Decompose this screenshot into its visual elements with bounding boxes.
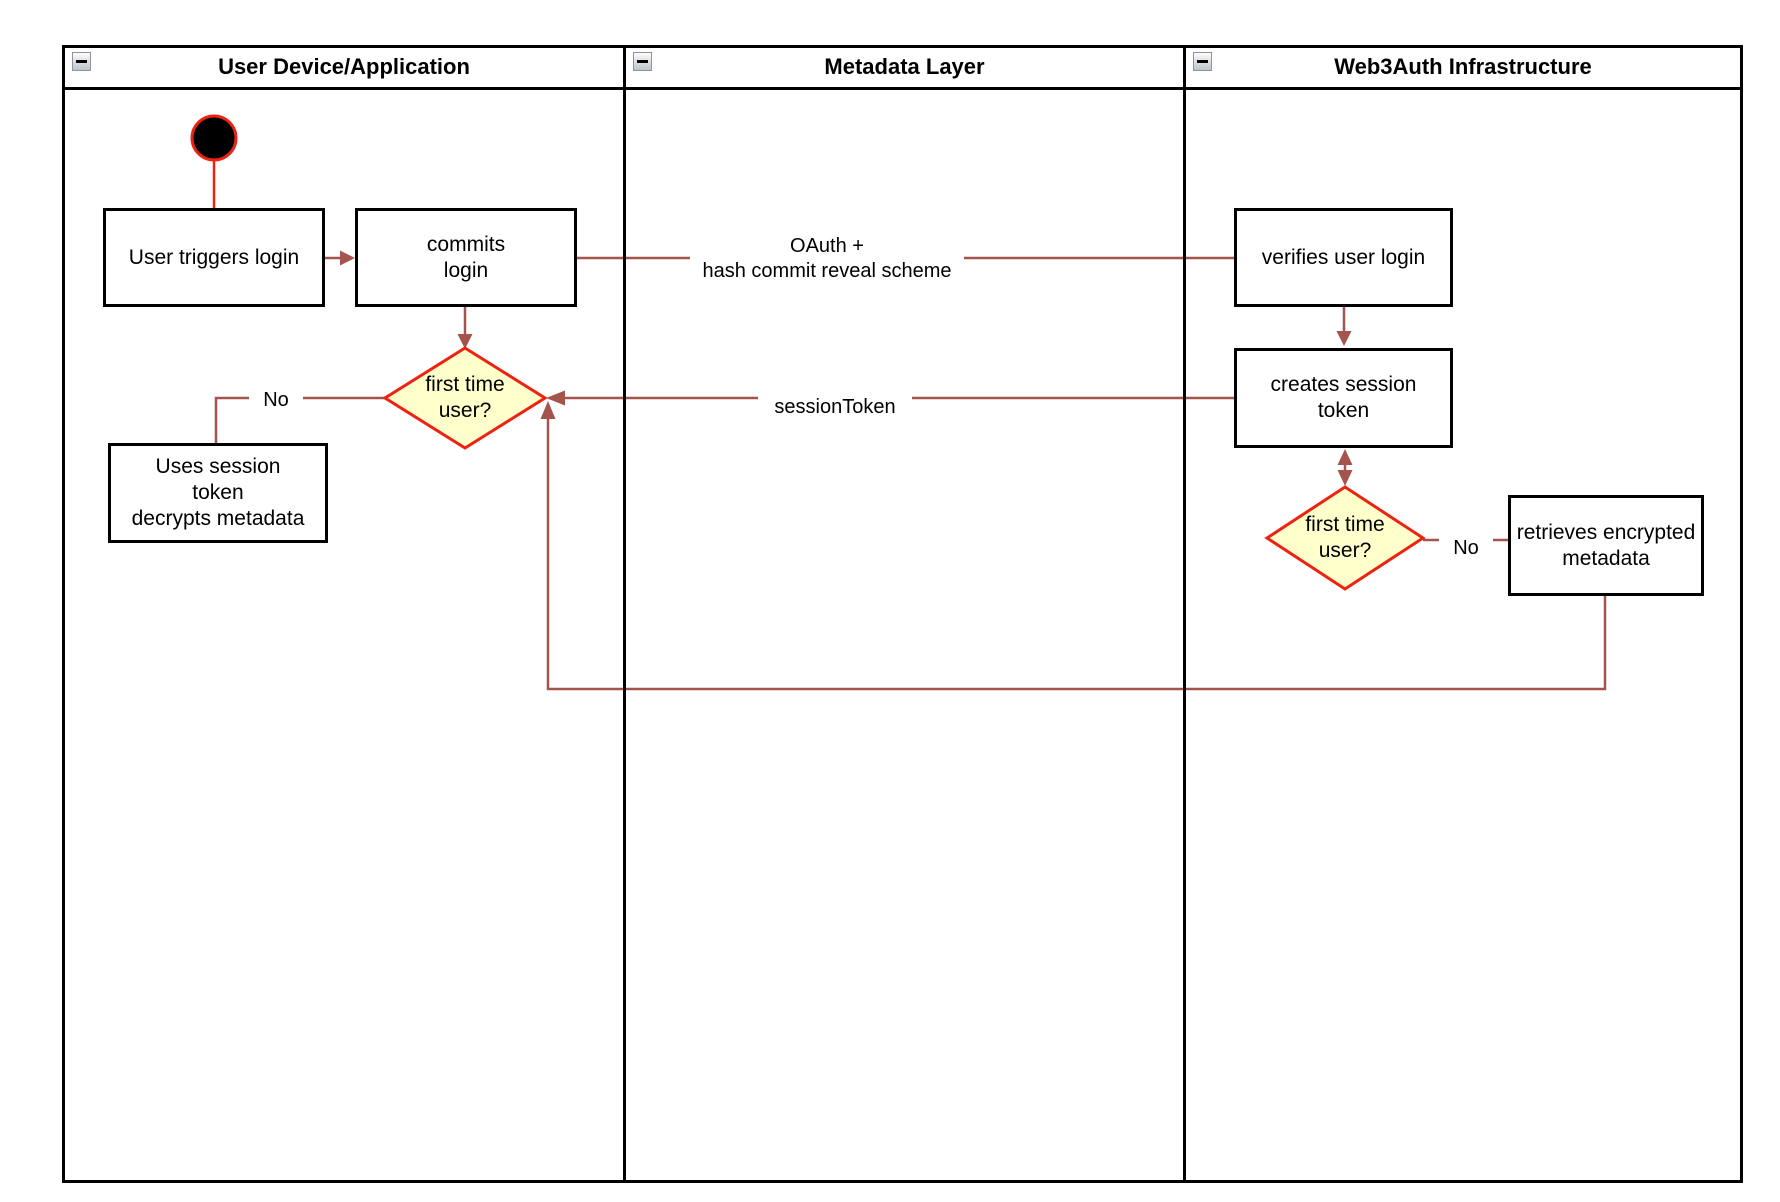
task-user-triggers-login[interactable]: User triggers login [103,208,325,307]
edge-decision1-no [214,396,385,443]
arrowhead-down-icon [1336,331,1352,346]
edge-retrieves-to-decision1 [546,416,1607,691]
collapse-minus-icon[interactable] [1193,52,1212,71]
arrowhead-up-icon [540,401,556,419]
arrowhead-left-icon [546,390,565,406]
lane-header-web3auth[interactable]: Web3Auth Infrastructure [1186,45,1740,89]
decision1-label: first time user? [425,373,505,422]
arrowhead-right-icon [340,250,355,266]
lane-separator-1 [623,45,626,1183]
lane-header-user-device[interactable]: User Device/Application [65,45,623,89]
minus-glyph [76,60,87,63]
start-node[interactable] [190,114,238,162]
collapse-minus-icon[interactable] [72,52,91,71]
decision-first-time-user-2[interactable] [1264,485,1426,591]
arrowhead-up-icon [1337,449,1353,465]
lane-title-text: Web3Auth Infrastructure [1334,54,1592,79]
lane-header-metadata-layer[interactable]: Metadata Layer [626,45,1183,89]
task-commits-login[interactable]: commits login [355,208,577,307]
lane-separator-2 [1183,45,1186,1183]
header-separator [62,87,1743,90]
minus-glyph [637,60,648,63]
arrowhead-down-icon [457,334,473,349]
decision2-label: first time user? [1305,513,1385,562]
edge-label-no-left: No [249,387,303,413]
edge-label-session-token: sessionToken [758,392,912,422]
arrowhead-down-icon [1337,470,1353,486]
task-retrieves-encrypted-metadata[interactable]: retrieves encrypted metadata [1508,495,1704,596]
decision-first-time-user-1[interactable] [382,346,548,450]
lane-title-text: User Device/Application [218,54,470,79]
collapse-minus-icon[interactable] [633,52,652,71]
minus-glyph [1197,60,1208,63]
edge-label-oauth: OAuth + hash commit reveal scheme [690,231,964,287]
pool-frame [62,45,1743,1183]
task-creates-session-token[interactable]: creates session token [1234,348,1453,448]
task-uses-session-token[interactable]: Uses session token decrypts metadata [108,443,328,543]
lane-title-text: Metadata Layer [824,54,985,79]
edge-label-no-right: No [1439,535,1493,561]
task-verifies-user-login[interactable]: verifies user login [1234,208,1453,307]
